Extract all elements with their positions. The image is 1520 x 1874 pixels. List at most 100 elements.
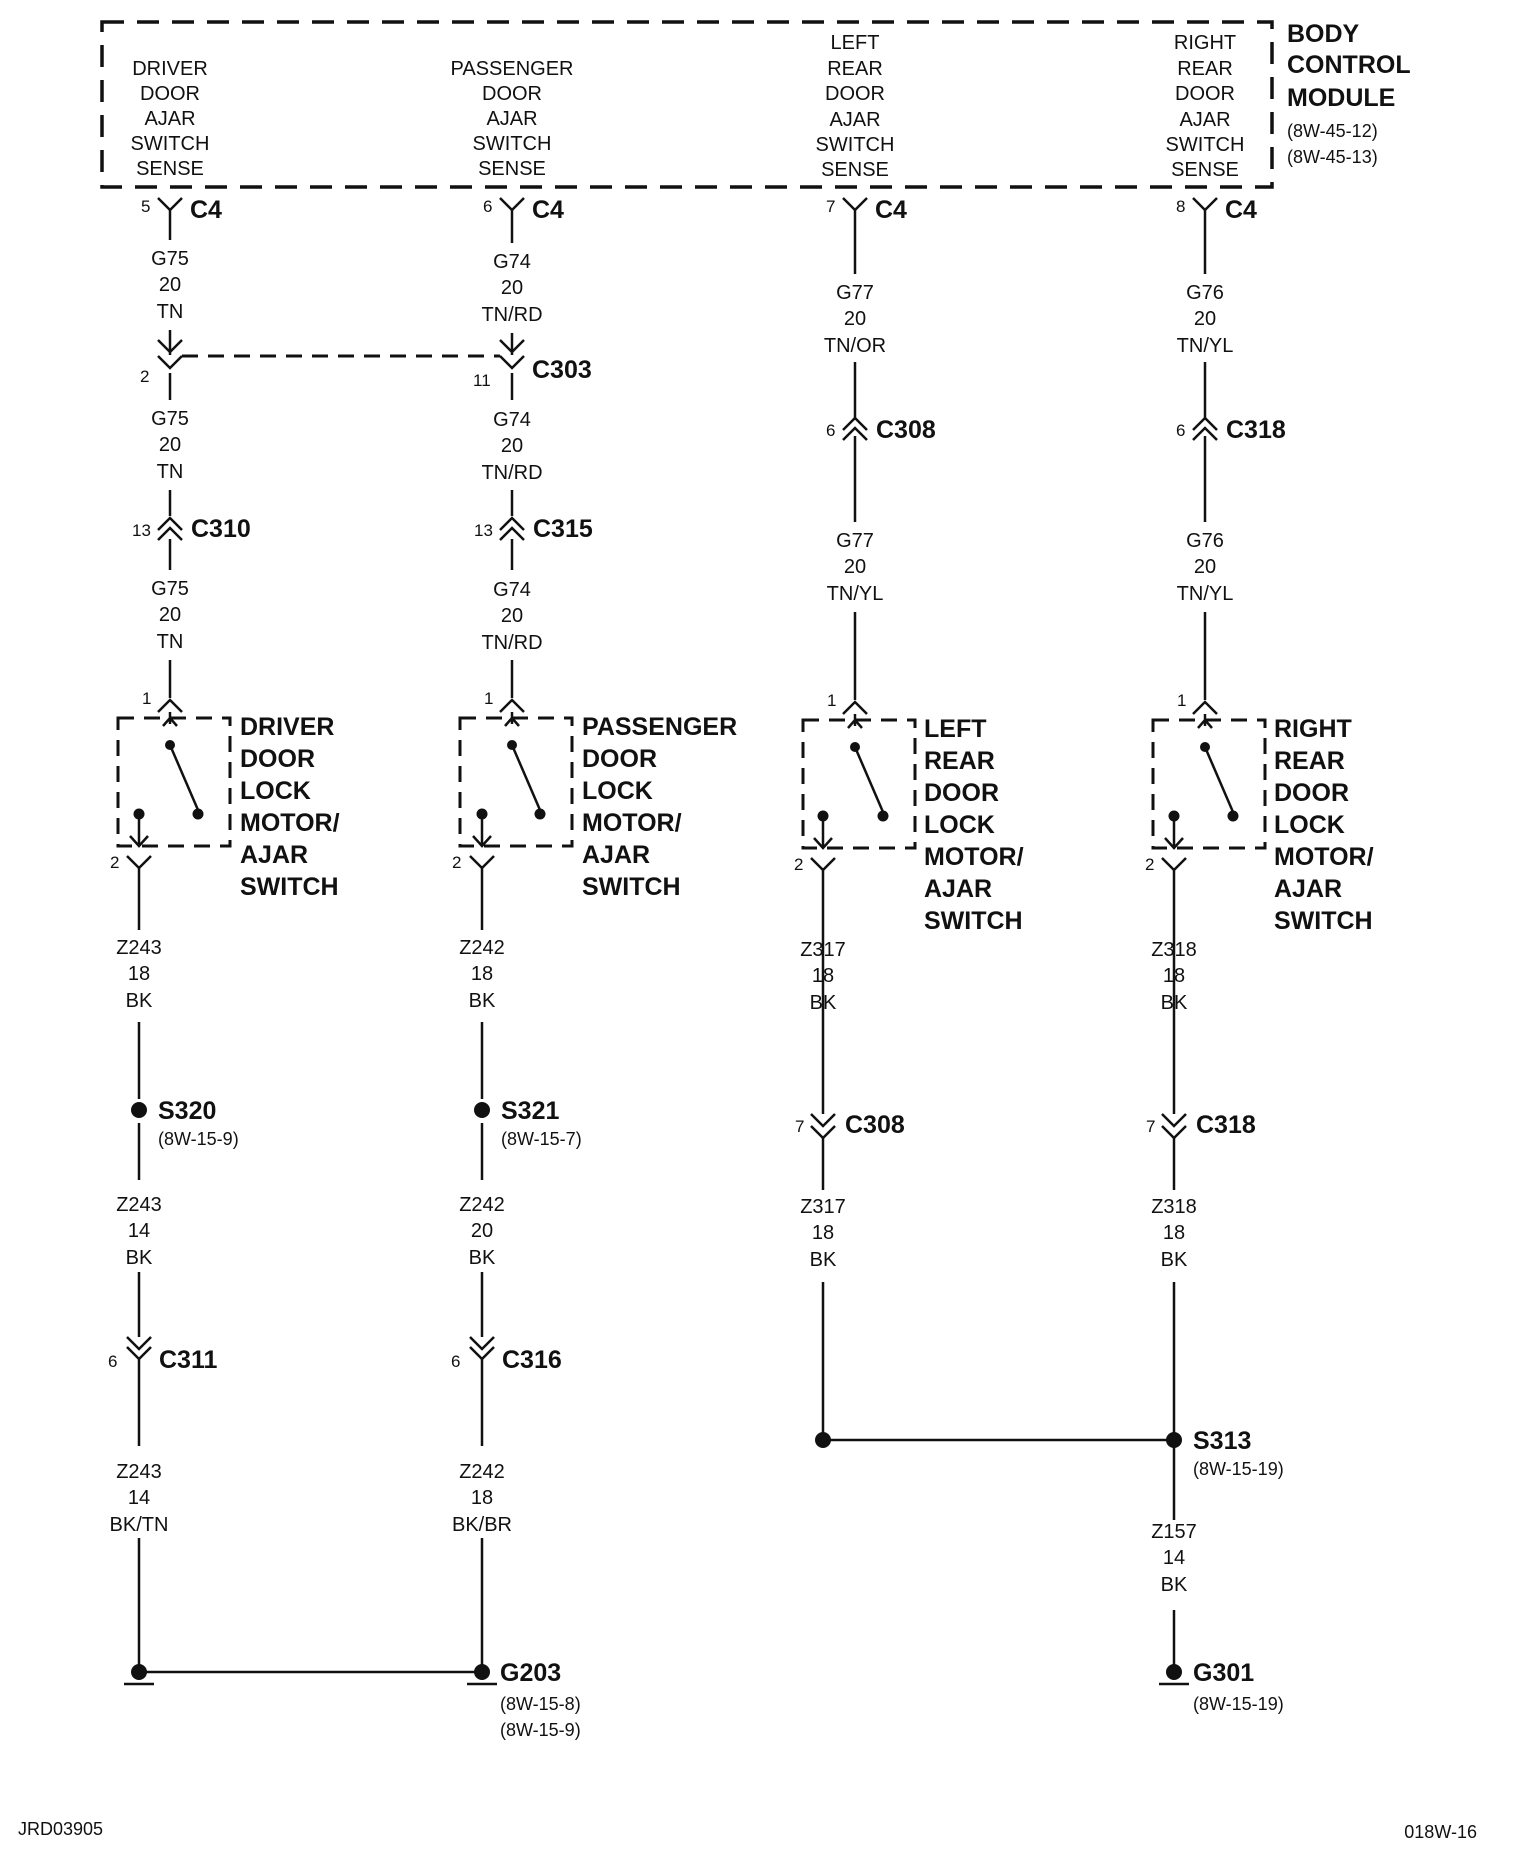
switch-pivot	[1197, 714, 1213, 729]
wire-color: TN/YL	[1177, 583, 1234, 605]
switch-label-line: LOCK	[582, 777, 653, 805]
switch-label-line: DRIVER	[240, 713, 334, 741]
pin-number: 11	[473, 371, 491, 390]
wire-gauge: 20	[159, 434, 181, 456]
wire-gauge: 18	[471, 963, 493, 985]
switch-label-line: DOOR	[924, 779, 999, 807]
switch-label-line: DOOR	[582, 745, 657, 773]
splice-dot	[474, 1102, 490, 1118]
connector-c308-bottom: 7 C308	[795, 1111, 905, 1140]
ground-dot	[474, 1664, 490, 1680]
connector-c318-bottom: 7 C318	[1146, 1111, 1256, 1140]
wire-color: TN	[157, 301, 184, 323]
c4-pin-left-rear: 7 C4	[826, 196, 907, 224]
wire-code: Z318	[1151, 939, 1197, 961]
input-label-line: SENSE	[478, 158, 546, 180]
wire-color: TN	[157, 461, 184, 483]
ground-dot	[1166, 1664, 1182, 1680]
pin-number: 2	[1145, 855, 1154, 874]
connector-symbol	[1192, 197, 1218, 212]
connector-name: C315	[533, 515, 593, 543]
input-left-rear-door-ajar: LEFT REAR DOOR AJAR SWITCH SENSE	[816, 32, 895, 181]
switch-label: DRIVER DOOR LOCK MOTOR/ AJAR SWITCH	[240, 713, 340, 901]
wire-label-z243-14: Z243 14 BK	[116, 1194, 162, 1269]
splice-name: S321	[501, 1097, 559, 1125]
switch-pivot-dot	[850, 742, 860, 752]
pin-number: 6	[826, 421, 835, 440]
wire-color: BK	[126, 1247, 153, 1269]
connector-symbol	[499, 698, 525, 713]
wire-label-g75-1: G75 20 TN	[151, 248, 189, 323]
switch-pivot	[162, 712, 178, 727]
pin-number: 2	[794, 855, 803, 874]
wire-gauge: 18	[1163, 965, 1185, 987]
wire-label-z157: Z157 14 BK	[1151, 1521, 1197, 1596]
switch-label-line: DOOR	[240, 745, 315, 773]
wire-code: G77	[836, 282, 874, 304]
wire-gauge: 14	[128, 1220, 150, 1242]
pin-number: 6	[451, 1352, 460, 1371]
input-passenger-door-ajar: PASSENGER DOOR AJAR SWITCH SENSE	[451, 58, 574, 180]
connector-c318-top: 6 C318	[1176, 416, 1286, 444]
splice-ref: (8W-15-19)	[1193, 1459, 1284, 1479]
connector-name: C318	[1196, 1111, 1256, 1139]
wire-gauge: 20	[1194, 556, 1216, 578]
connector-name: C318	[1226, 416, 1286, 444]
ground-name: G301	[1193, 1659, 1254, 1687]
wire-gauge: 18	[1163, 1222, 1185, 1244]
connector-symbol	[499, 339, 525, 370]
wire-label-z318-1: Z318 18 BK	[1151, 939, 1197, 1014]
switch-outline	[458, 716, 574, 848]
wire-color: BK	[1161, 1249, 1188, 1271]
connector-symbol	[810, 857, 836, 872]
wire-label-z318-2: Z318 18 BK	[1151, 1196, 1197, 1271]
input-label-line: SWITCH	[131, 133, 210, 155]
wire-lines	[137, 210, 1207, 1674]
input-label-line: SENSE	[136, 158, 204, 180]
switch-label-line: DOOR	[1274, 779, 1349, 807]
switch-label-line: REAR	[924, 747, 995, 775]
wire-color: BK	[126, 990, 153, 1012]
connector-symbol	[157, 339, 183, 370]
wire-code: G74	[493, 251, 531, 273]
connector-name: C4	[875, 196, 907, 224]
wire-label-z242-18-bkbr: Z242 18 BK/BR	[452, 1461, 512, 1536]
wire-gauge: 20	[159, 604, 181, 626]
connector-symbol	[157, 516, 183, 541]
input-label-line: DRIVER	[132, 58, 208, 80]
switch-label-line: RIGHT	[1274, 715, 1352, 743]
switch-label-line: MOTOR/	[1274, 843, 1374, 871]
wire-label-z317-2: Z317 18 BK	[800, 1196, 846, 1271]
connector-c315: 13 C315	[474, 515, 593, 543]
connector-symbol	[842, 700, 868, 715]
switch-label-line: MOTOR/	[924, 843, 1024, 871]
pin-number: 7	[826, 197, 835, 216]
pin-number: 1	[827, 691, 836, 710]
wire-label-z242-20: Z242 20 BK	[459, 1194, 505, 1269]
ground-ref: (8W-15-9)	[500, 1720, 581, 1740]
input-label-line: AJAR	[829, 109, 880, 131]
connector-symbol	[1161, 1113, 1187, 1140]
connector-symbol	[469, 1336, 495, 1361]
wire-label-g77-or: G77 20 TN/OR	[824, 282, 886, 357]
connector-name: C308	[876, 416, 936, 444]
switch-label-line: AJAR	[1274, 875, 1342, 903]
input-label-line: SWITCH	[473, 133, 552, 155]
splice-ref: (8W-15-7)	[501, 1129, 582, 1149]
module-ref: (8W-45-13)	[1287, 147, 1378, 167]
connector-name: C316	[502, 1346, 562, 1374]
wire-gauge: 14	[1163, 1547, 1185, 1569]
switch-contact	[192, 808, 204, 820]
switch-blade	[1203, 746, 1235, 813]
wire-gauge: 14	[128, 1487, 150, 1509]
switch-outline	[116, 716, 232, 848]
pin-number: 13	[132, 521, 151, 540]
wire-label-g74-1: G74 20 TN/RD	[481, 251, 542, 326]
wire-code: Z243	[116, 1461, 162, 1483]
switch-contact	[534, 808, 546, 820]
connector-name: C4	[190, 196, 222, 224]
wire-gauge: 18	[812, 965, 834, 987]
switch-label-line: AJAR	[924, 875, 992, 903]
switch-pivot-dot	[1200, 742, 1210, 752]
